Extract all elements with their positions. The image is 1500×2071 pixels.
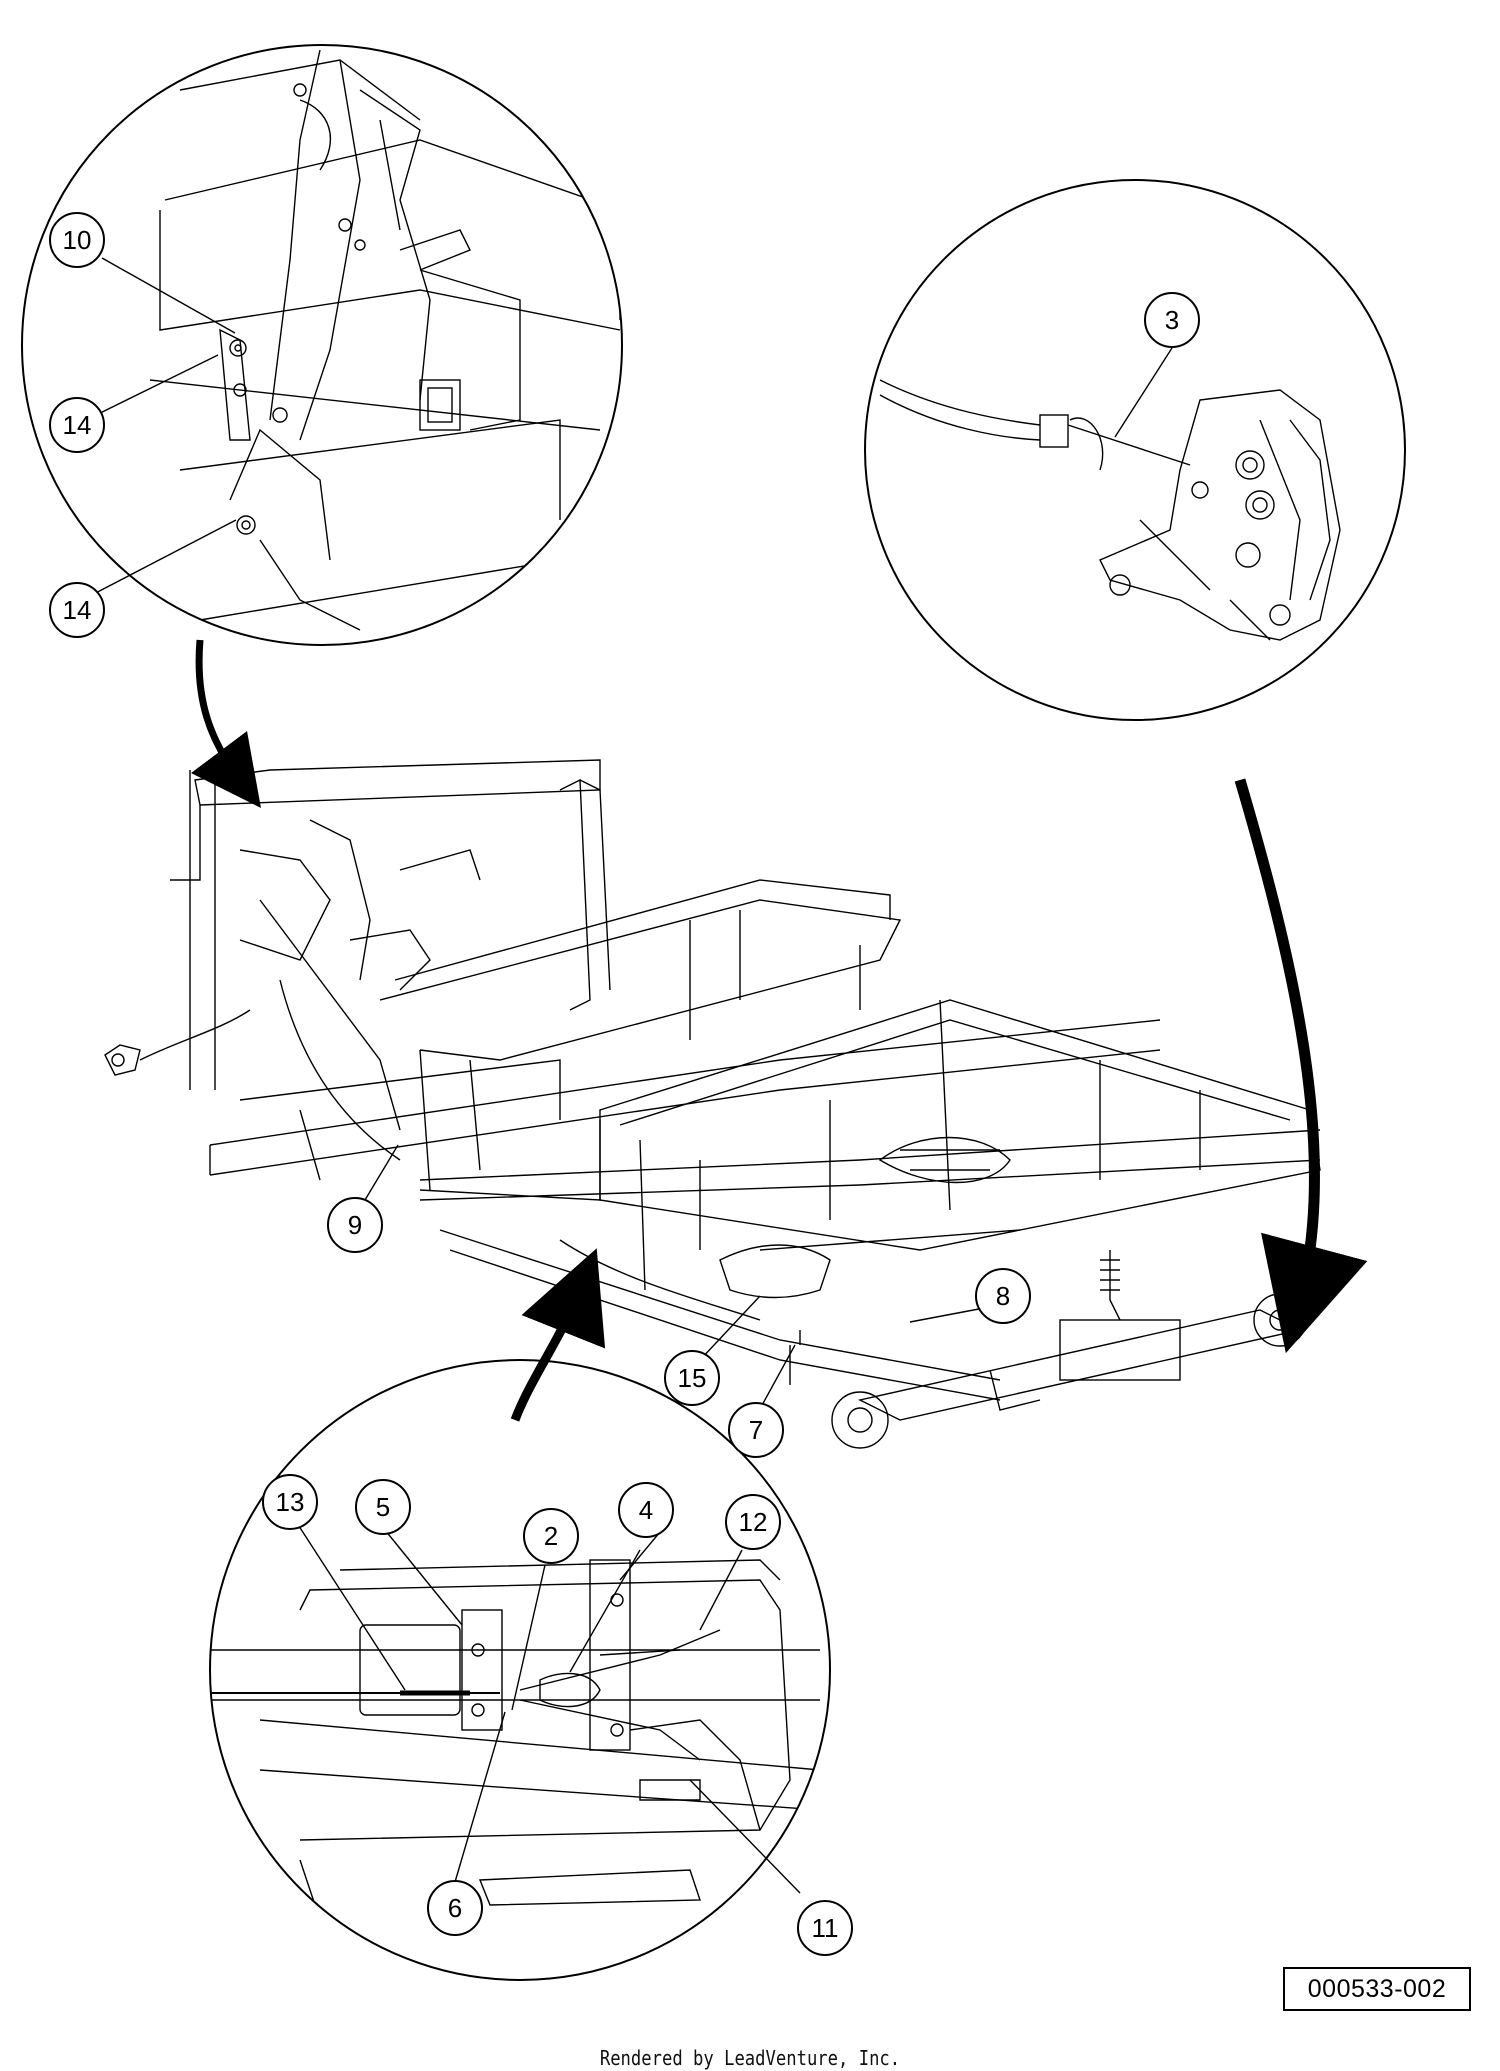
svg-text:6: 6: [448, 1893, 462, 1923]
callout-2: 2: [523, 1508, 579, 1564]
detail-view-pedal: [21, 44, 623, 646]
svg-text:5: 5: [376, 1492, 390, 1522]
svg-text:11: 11: [812, 1913, 839, 1943]
callout-14-lower: 14: [49, 582, 105, 638]
callout-9: 9: [327, 1197, 383, 1253]
callout-11: 11: [797, 1900, 853, 1956]
callout-5: 5: [355, 1479, 411, 1535]
callout-12: 12: [725, 1494, 781, 1550]
callout-7: 7: [728, 1402, 784, 1458]
footer-credit: Rendered by LeadVenture, Inc.: [599, 2046, 901, 2070]
callout-15: 15: [664, 1350, 720, 1406]
arrows: [191, 639, 1368, 1422]
svg-text:7: 7: [749, 1415, 763, 1445]
callout-14-upper: 14: [49, 397, 105, 453]
callout-4: 4: [618, 1482, 674, 1538]
vehicle-frame-illustration: [104, 759, 1321, 1449]
svg-text:12: 12: [739, 1507, 768, 1537]
callout-13: 13: [262, 1474, 318, 1530]
detail-view-caliper: [864, 179, 1406, 721]
svg-text:4: 4: [639, 1495, 653, 1525]
svg-text:13: 13: [276, 1487, 305, 1517]
svg-text:3: 3: [1165, 305, 1179, 335]
callout-6: 6: [427, 1880, 483, 1936]
svg-text:2: 2: [544, 1521, 558, 1551]
svg-text:9: 9: [348, 1210, 362, 1240]
svg-text:15: 15: [678, 1363, 707, 1393]
detail-view-cable: [209, 1359, 831, 1981]
reference-number: 000533-002: [1283, 1967, 1471, 2011]
svg-text:8: 8: [996, 1281, 1010, 1311]
svg-text:10: 10: [63, 225, 92, 255]
svg-text:14: 14: [63, 595, 92, 625]
callout-8: 8: [975, 1268, 1031, 1324]
svg-text:14: 14: [63, 410, 92, 440]
callout-3: 3: [1144, 292, 1200, 348]
callout-10: 10: [49, 212, 105, 268]
